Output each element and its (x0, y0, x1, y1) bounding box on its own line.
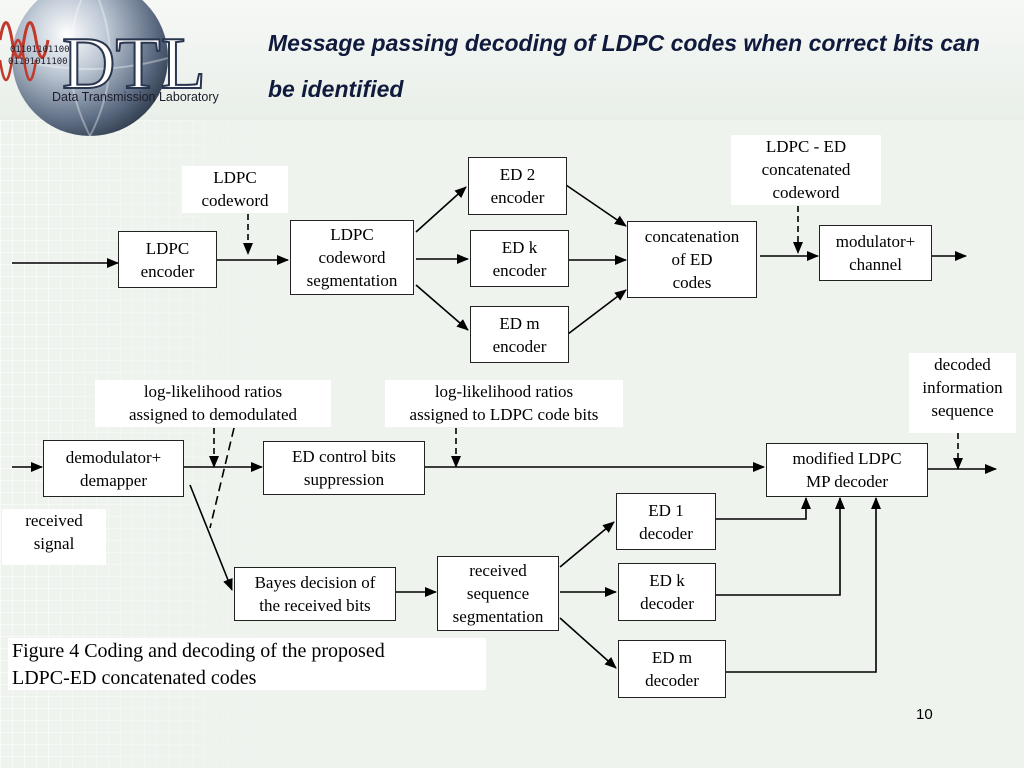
arrow-edk-to-decoder (716, 497, 845, 596)
edk-encoder-block: ED k encoder (470, 230, 569, 287)
concatenation-block: concatenation of ED codes (627, 221, 757, 298)
suppression-block: ED control bits suppression (263, 441, 425, 495)
header-band (0, 0, 1024, 120)
edm-encoder-block: ED m encoder (470, 306, 569, 363)
ldpc-encoder-block: LDPC encoder (118, 231, 217, 288)
mp-decoder-block: modified LDPC MP decoder (766, 443, 928, 497)
arrow-ed1-to-decoder (716, 497, 811, 520)
signal-wave-icon (0, 21, 50, 59)
dashed-line-received-signal (209, 427, 235, 529)
ldpc-segmentation-block: LDPC codeword segmentation (290, 220, 414, 295)
globe-meridian (89, 0, 111, 137)
ed1-decoder-block: ED 1 decoder (616, 493, 716, 550)
bayes-decision-block: Bayes decision of the received bits (234, 567, 396, 621)
ed2-encoder-block: ED 2 encoder (468, 157, 567, 215)
arrow-edm-to-decoder (726, 497, 881, 673)
logo-text: Data Transmission Laboratory (52, 90, 219, 104)
dtl-logo: DTL 01101101100 01101011100 (0, 0, 207, 137)
logo-bits-2: 01101011100 (8, 57, 68, 67)
llr-code-bits-label: log-likelihood ratios assigned to LDPC c… (385, 380, 623, 427)
arrow-seg-to-edm (415, 284, 469, 331)
logo-mark: DTL (62, 23, 206, 105)
figure-caption: Figure 4 Coding and decoding of the prop… (8, 638, 486, 690)
modulator-block: modulator+ channel (819, 225, 932, 281)
llr-demodulated-label: log-likelihood ratios assigned to demodu… (95, 380, 331, 427)
arrow-edm-to-concat (567, 289, 627, 335)
ldpc-codeword-label: LDPC codeword (182, 166, 288, 213)
received-signal-label: received signal (2, 509, 106, 565)
globe-meridian (69, 0, 91, 137)
concatenated-codeword-label: LDPC - ED concatenated codeword (731, 135, 881, 205)
globe-icon (12, 0, 168, 136)
decoded-sequence-label: decoded information sequence (909, 353, 1016, 433)
arrow-seg-to-edm-dec (559, 617, 617, 669)
received-segmentation-block: received sequence segmentation (437, 556, 559, 631)
arrow-demod-to-bayes (189, 484, 233, 591)
arrow-seg-to-ed2 (415, 186, 467, 233)
demodulator-block: demodulator+ demapper (43, 440, 184, 497)
edm-decoder-block: ED m decoder (618, 640, 726, 698)
arrow-seg-to-ed1 (559, 521, 615, 568)
edk-decoder-block: ED k decoder (618, 563, 716, 621)
page-number: 10 (916, 706, 933, 723)
globe-parallel (11, 57, 169, 70)
logo-bits-1: 01101101100 (10, 45, 70, 55)
arrow-ed2-to-concat (565, 184, 627, 227)
slide-title: Message passing decoding of LDPC codes w… (268, 30, 980, 102)
signal-wave-icon (0, 38, 38, 82)
